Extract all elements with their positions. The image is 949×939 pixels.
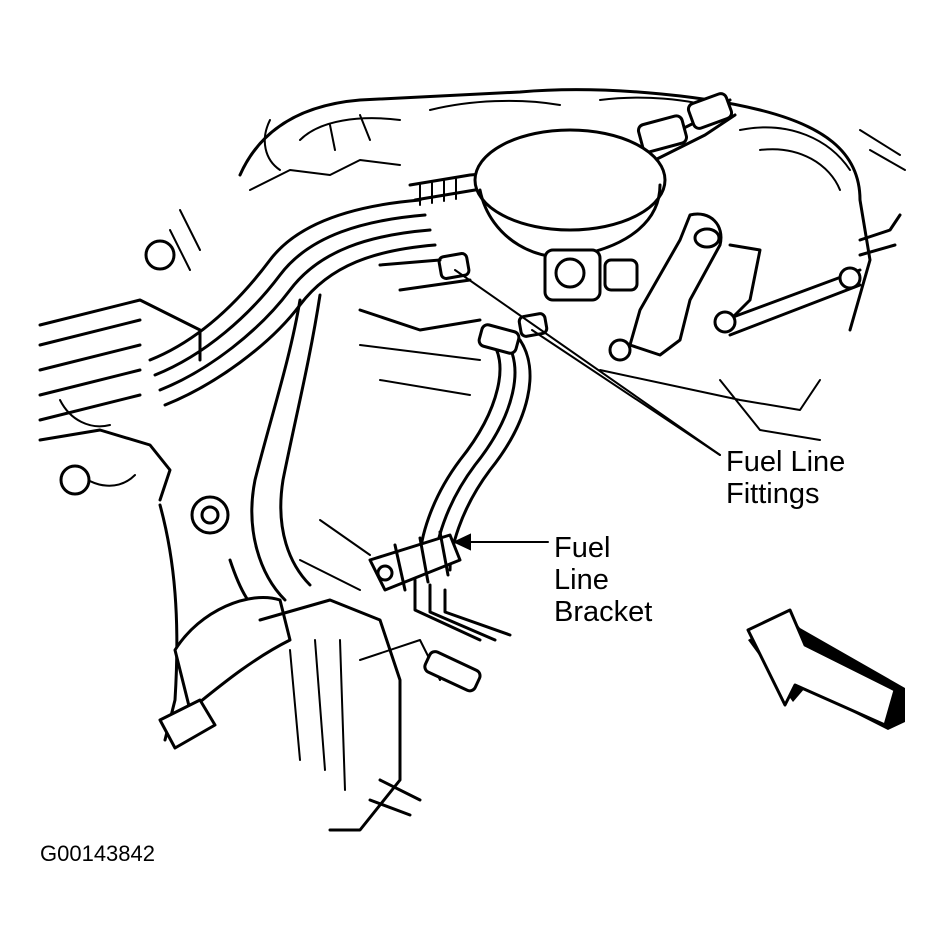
bracket-leader-arrowhead: [452, 533, 471, 551]
figure-id: G00143842: [40, 841, 155, 866]
view-direction-arrow-icon: [746, 608, 905, 730]
fuel-line-fittings-label-line-2: Fittings: [726, 478, 820, 510]
fuel-line-fittings-label: Fuel Line Fittings: [726, 446, 845, 510]
fuel-line-bracket-shape: [299, 519, 462, 592]
fuel-line-fittings-label-line-1: Fuel Line: [726, 446, 846, 478]
fuel-line-bracket-label-line-3: Bracket: [554, 596, 653, 628]
transmission-housing: [258, 598, 482, 832]
fuel-line-bracket-label: Fuel Line Bracket: [554, 532, 652, 628]
throttle-body: [473, 128, 667, 302]
throttle-linkage-bracket: [599, 212, 902, 441]
leader-lines: [452, 269, 721, 551]
engine-block-left: [38, 209, 202, 502]
fuel-line-routing: [148, 198, 437, 602]
fuel-line-bracket-label-line-2: Line: [554, 564, 609, 596]
fuel-line-bracket-label-line-1: Fuel: [554, 532, 611, 564]
engine-top-outline: [238, 88, 906, 332]
fuel-lines-to-bracket: [413, 323, 532, 642]
fittings-leader-line-2: [454, 269, 721, 456]
exhaust-pipe: [158, 495, 292, 750]
fuel-line-fitting-nuts: [358, 252, 549, 396]
